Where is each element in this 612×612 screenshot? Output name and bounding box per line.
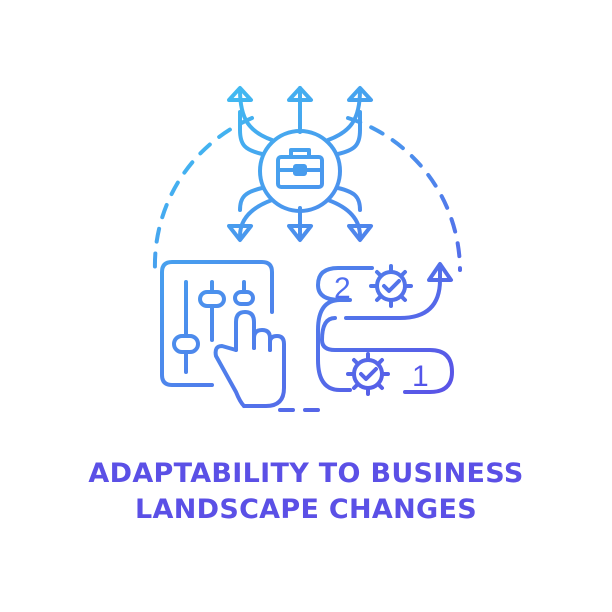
gear-check-icon	[346, 352, 390, 396]
gear-check-icon	[369, 264, 413, 308]
step-number-upper: 2	[334, 272, 351, 305]
direction-arrows-icon	[227, 86, 373, 242]
mixer-sliders-icon	[160, 260, 274, 387]
briefcase-icon	[276, 148, 324, 189]
step-number-lower: 1	[412, 360, 429, 393]
caption-line-2: LANDSCAPE CHANGES	[135, 494, 477, 525]
step-track	[316, 262, 454, 394]
caption-line-1: ADAPTABILITY TO BUSINESS	[88, 458, 524, 489]
pointing-hand-icon	[213, 310, 286, 408]
dashed-circle-outline	[152, 116, 462, 412]
briefcase-circle	[258, 129, 342, 213]
